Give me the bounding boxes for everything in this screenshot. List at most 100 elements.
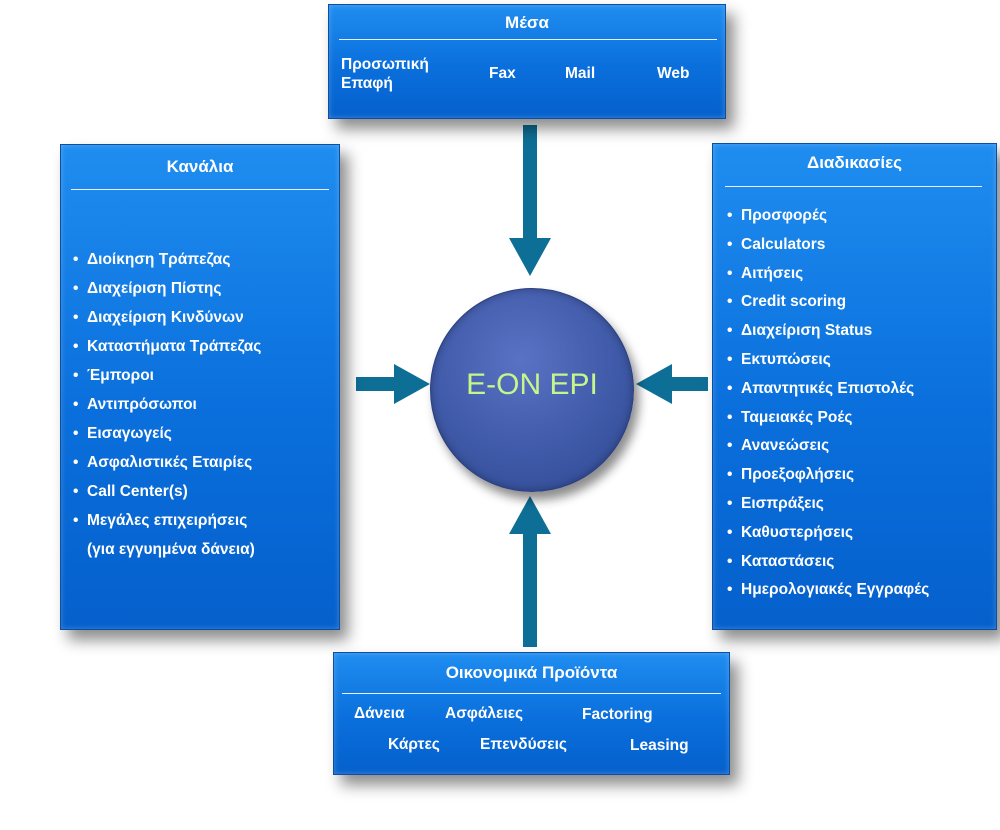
bullet-icon: • bbox=[73, 483, 79, 500]
bullet-icon: • bbox=[727, 235, 733, 253]
channels-item-label: Διαχείριση Πίστης bbox=[87, 280, 222, 297]
channels-item: • Διοίκηση Τράπεζας bbox=[73, 245, 261, 274]
bullet-icon: • bbox=[727, 293, 733, 311]
products-item-factoring: Factoring bbox=[582, 706, 653, 723]
channels-item: • Εισαγωγείς bbox=[73, 419, 261, 448]
bullet-icon: • bbox=[73, 396, 79, 413]
bullet-icon: • bbox=[727, 466, 733, 484]
processes-item-label: Ημερολογιακές Εγγραφές bbox=[741, 581, 930, 599]
products-divider bbox=[342, 693, 721, 694]
bullet-icon: • bbox=[727, 322, 733, 340]
bullet-icon: • bbox=[727, 264, 733, 282]
products-item-cards: Κάρτες bbox=[388, 736, 440, 753]
processes-item-label: Προεξοφλήσεις bbox=[741, 466, 855, 484]
processes-item: • Ανανεώσεις bbox=[727, 432, 929, 461]
processes-item: • Απαντητικές Επιστολές bbox=[727, 375, 929, 404]
products-item-loans: Δάνεια bbox=[354, 705, 405, 722]
processes-item-label: Καταστάσεις bbox=[741, 552, 835, 570]
bullet-icon: • bbox=[73, 338, 79, 355]
processes-item-label: Καθυστερήσεις bbox=[741, 523, 854, 541]
center-circle: E-ON EPI bbox=[430, 288, 634, 492]
bullet-icon: • bbox=[73, 454, 79, 471]
channels-divider bbox=[71, 189, 329, 190]
channels-item: • Καταστήματα Τράπεζας bbox=[73, 332, 261, 361]
bullet-icon: • bbox=[727, 350, 733, 368]
processes-item: •Ταμειακές Ροές bbox=[727, 404, 929, 433]
processes-item: • Calculators bbox=[727, 231, 929, 260]
products-panel: Οικονομικά Προϊόντα Δάνεια Ασφάλειες Fac… bbox=[333, 652, 730, 775]
channels-item: • Διαχείριση Κινδύνων bbox=[73, 303, 261, 332]
processes-item-label: Ταμειακές Ροές bbox=[741, 408, 853, 426]
bullet-icon: • bbox=[727, 494, 733, 512]
processes-item-label: Εκτυπώσεις bbox=[741, 350, 831, 368]
channels-item: • Ασφαλιστικές Εταιρίες bbox=[73, 448, 261, 477]
bullet-icon: • bbox=[73, 309, 79, 326]
channels-item-label: Έμποροι bbox=[87, 367, 154, 384]
channels-item: (για εγγυημένα δάνεια) bbox=[73, 535, 261, 564]
processes-item-label: Ανανεώσεις bbox=[741, 437, 830, 455]
media-panel: Μέσα Προσωπική Επαφή Fax Mail Web bbox=[328, 4, 726, 119]
processes-item: • Διαχείριση Status bbox=[727, 317, 929, 346]
processes-item-label: Credit scoring bbox=[741, 293, 847, 311]
channels-title: Κανάλια bbox=[166, 157, 234, 176]
bullet-icon: • bbox=[73, 367, 79, 384]
arrow-from-processes bbox=[636, 364, 708, 404]
processes-item: • Προεξοφλήσεις bbox=[727, 461, 929, 490]
processes-list: • Προσφορές • Calculators • Αιτήσεις • Credit s… bbox=[727, 202, 929, 605]
bullet-icon: • bbox=[73, 280, 79, 297]
processes-item-label: Προσφορές bbox=[741, 207, 828, 224]
products-item-leasing: Leasing bbox=[630, 737, 689, 754]
media-divider bbox=[339, 39, 717, 40]
processes-item-label: Εισπράξεις bbox=[741, 494, 824, 512]
channels-item-label: Εισαγωγείς bbox=[87, 425, 172, 442]
processes-item-label: Απαντητικές Επιστολές bbox=[741, 379, 915, 397]
center-label: E-ON EPI bbox=[466, 368, 598, 401]
media-item-personal: Προσωπική Επαφή bbox=[341, 56, 429, 92]
channels-item: • Έμποροι bbox=[73, 361, 261, 390]
processes-title: Διαδικασίες bbox=[806, 153, 903, 172]
processes-item-label: Διαχείριση Status bbox=[741, 322, 873, 340]
processes-item: • Εκτυπώσεις bbox=[727, 346, 929, 375]
arrow-from-products bbox=[509, 496, 551, 647]
processes-item: •Καταστάσεις bbox=[727, 548, 929, 577]
products-item-investments: Επενδύσεις bbox=[480, 736, 567, 753]
bullet-icon: • bbox=[73, 425, 79, 442]
channels-item-label: Διοίκηση Τράπεζας bbox=[87, 251, 231, 268]
channels-panel: Κανάλια • Διοίκηση Τράπεζας • Διαχείριση Πί… bbox=[60, 144, 340, 630]
processes-item: • Credit scoring bbox=[727, 288, 929, 317]
channels-item: • Αντιπρόσωποι bbox=[73, 390, 261, 419]
media-title: Μέσα bbox=[505, 13, 549, 32]
processes-divider bbox=[725, 186, 982, 187]
bullet-icon: • bbox=[727, 379, 733, 397]
channels-item-label: (για εγγυημένα δάνεια) bbox=[87, 541, 255, 558]
channels-item-label: Καταστήματα Τράπεζας bbox=[87, 338, 262, 355]
processes-item: • Καθυστερήσεις bbox=[727, 519, 929, 548]
products-title: Οικονομικά Προϊόντα bbox=[445, 663, 618, 682]
bullet-icon: • bbox=[73, 251, 79, 268]
processes-item-label: Calculators bbox=[741, 235, 826, 253]
channels-item-label: Διαχείριση Κινδύνων bbox=[87, 309, 244, 326]
processes-item-label: Αιτήσεις bbox=[741, 264, 804, 282]
channels-item-label: Ασφαλιστικές Εταιρίες bbox=[87, 454, 253, 471]
bullet-icon: • bbox=[727, 437, 733, 455]
channels-item: • Διαχείριση Πίστης bbox=[73, 274, 261, 303]
channels-item: • Μεγάλες επιχειρήσεις bbox=[73, 506, 261, 535]
processes-item: • Εισπράξεις bbox=[727, 490, 929, 519]
channels-item-label: Call Center(s) bbox=[87, 483, 188, 500]
bullet-icon: • bbox=[727, 581, 733, 599]
media-item-web: Web bbox=[657, 65, 690, 82]
products-item-insurance: Ασφάλειες bbox=[445, 705, 524, 722]
channels-item-label: Μεγάλες επιχειρήσεις bbox=[87, 512, 248, 529]
processes-item: • Προσφορές bbox=[727, 202, 929, 231]
bullet-icon: • bbox=[727, 523, 733, 541]
processes-item: • Ημερολογιακές Εγγραφές bbox=[727, 576, 929, 605]
media-item-mail: Mail bbox=[565, 65, 596, 82]
bullet-icon: • bbox=[727, 207, 733, 224]
channels-list: • Διοίκηση Τράπεζας • Διαχείριση Πίστης • Δια… bbox=[73, 245, 261, 564]
media-item-fax: Fax bbox=[489, 65, 516, 82]
bullet-icon: • bbox=[73, 512, 79, 529]
channels-item-label: Αντιπρόσωποι bbox=[87, 396, 197, 413]
processes-item: • Αιτήσεις bbox=[727, 260, 929, 289]
arrow-from-media bbox=[509, 125, 551, 276]
